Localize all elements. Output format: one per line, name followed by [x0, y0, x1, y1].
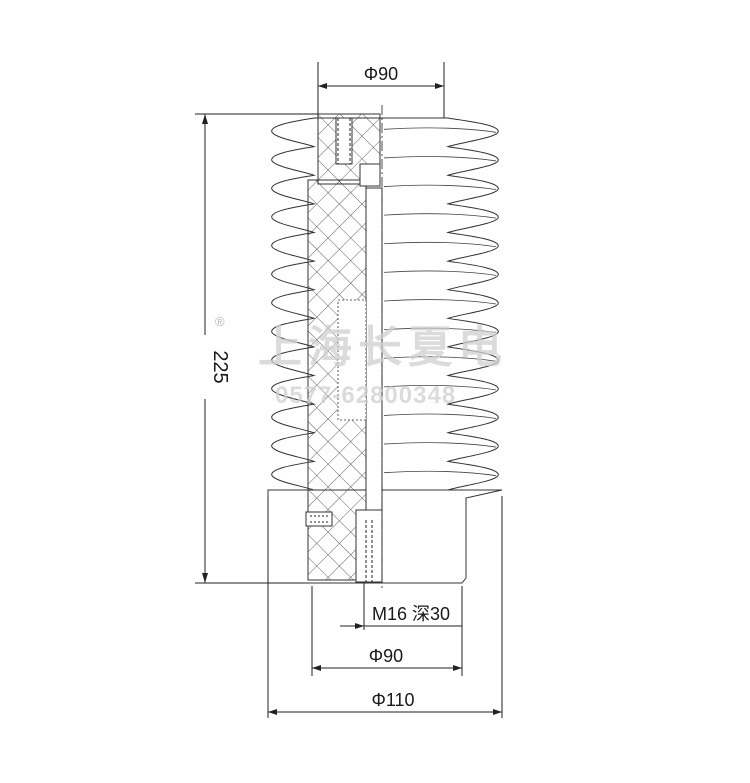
middle-cavity	[337, 299, 367, 421]
watermark-phone: 0577-62800348	[275, 382, 456, 409]
dim-label-height: 225	[209, 350, 231, 383]
shed-edge-line	[383, 270, 497, 276]
watermark: 上海长夏电 0577-62800348 ®	[215, 314, 508, 409]
shed-edge-line	[383, 241, 497, 248]
shed-edge-line	[383, 327, 497, 334]
dim-label-bottom-inner-diameter: Φ90	[369, 646, 403, 666]
shed-edge-line	[383, 299, 497, 305]
insulator-shed-profile	[271, 117, 499, 491]
watermark-brand: 上海长夏电	[258, 323, 508, 372]
dimension-thread: M16 深30	[340, 583, 462, 630]
dimension-bottom-outer-diameter: Φ110	[267, 496, 503, 718]
dimension-height: 225	[195, 113, 318, 584]
top-metal-insert	[317, 113, 381, 187]
shed-edge-line	[383, 184, 497, 190]
shed-edge-line	[383, 213, 497, 219]
insulator-base	[267, 489, 503, 584]
dimension-top-diameter: Φ90	[317, 62, 445, 118]
registered-mark: ®	[215, 314, 225, 329]
shed-edge-line	[383, 356, 497, 362]
shed-edge-line	[383, 127, 497, 133]
dim-label-bottom-outer-diameter: Φ110	[371, 690, 414, 710]
dimension-bottom-inner-diameter: Φ90	[311, 586, 463, 676]
shed-edge-line	[383, 156, 497, 162]
dim-label-thread: M16 深30	[372, 604, 450, 624]
bottom-metal-insert	[305, 509, 383, 583]
dim-label-top-diameter: Φ90	[364, 64, 398, 84]
shed-edge-line	[383, 442, 497, 448]
shed-edge-line	[383, 385, 497, 391]
shed-edge-line	[383, 413, 497, 419]
shed-edge-line	[383, 470, 497, 477]
